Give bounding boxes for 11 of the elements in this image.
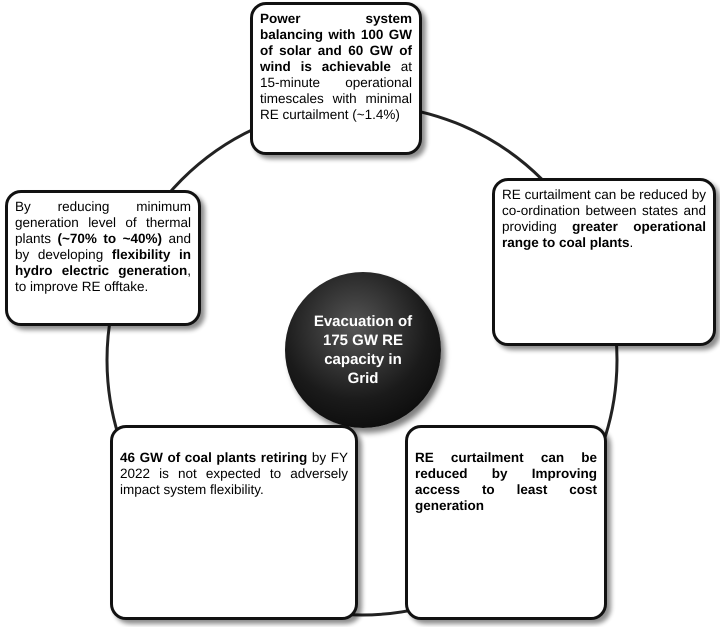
finding-text: RE curtailment can be reduced by co-ordination between states and providing greater operational range to coal plants.	[502, 187, 706, 251]
finding-text: 46 GW of coal plants retiring by FY 2022 is not expected to adversely impact system flexibility.	[120, 450, 348, 498]
finding-text: Power system balancing with 100 GW of solar and 60 GW of wind is achievable at 15-minute operational timescales with minimal RE curtailment (~1.4%)	[260, 11, 412, 123]
finding-box	[405, 425, 607, 620]
center-title: Evacuation of 175 GW RE capacity in Grid	[312, 312, 414, 388]
finding-box	[492, 178, 716, 346]
finding-box	[250, 2, 422, 155]
finding-box	[5, 190, 201, 326]
finding-text: RE curtailment can be reduced by Improving access to least cost generation	[415, 450, 597, 514]
finding-box	[110, 425, 358, 620]
finding-text: By reducing minimum generation level of thermal plants (~70% to ~40%) and by developing flexibility in hydro electric generation, to improve RE offtake.	[15, 199, 191, 295]
